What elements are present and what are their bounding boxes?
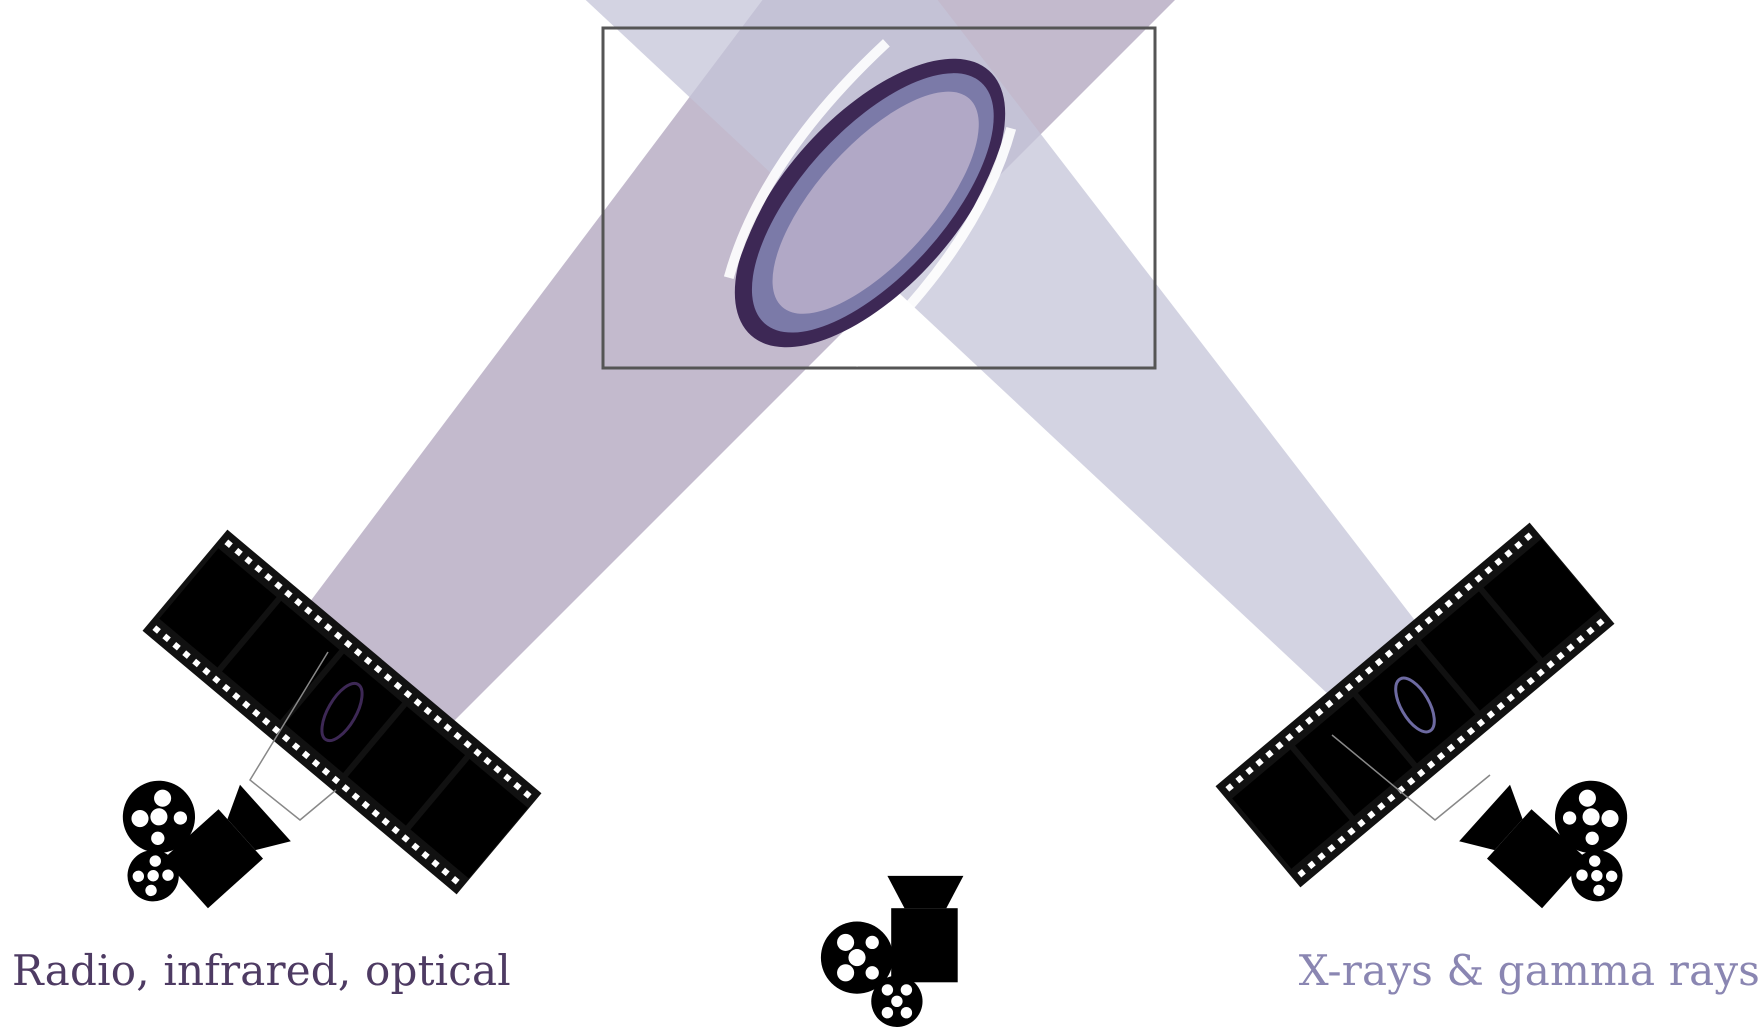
camera-right-icon xyxy=(1459,735,1667,942)
caption-radio-infrared-optical: Radio, infrared, optical xyxy=(12,950,511,992)
camera-left-icon xyxy=(83,735,291,942)
camera-center-icon xyxy=(821,876,964,1027)
caption-xrays-gamma-rays: X-rays & gamma rays xyxy=(1299,950,1760,992)
